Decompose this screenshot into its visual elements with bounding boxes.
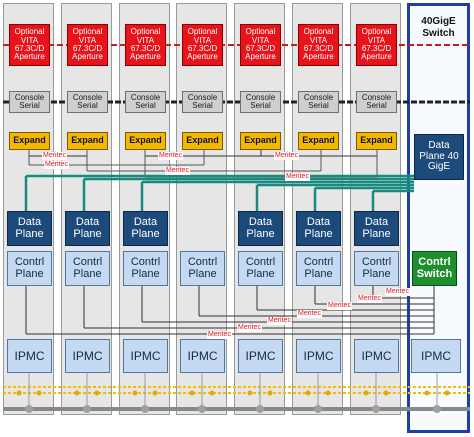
ipmb-node <box>424 390 430 396</box>
ipmb-node <box>152 390 158 396</box>
ipmb-node <box>189 390 195 396</box>
bus-connector-node <box>83 405 91 413</box>
data-plane-box: Data Plane <box>354 211 399 246</box>
switch-data-plane-box: Data Plane 40 GigE <box>414 134 464 180</box>
control-switch-box: Contrl Switch <box>412 251 457 286</box>
bus-connector-node <box>314 405 322 413</box>
meritec-label: Meritec <box>385 288 410 296</box>
console-serial-box: Console Serial <box>240 91 281 113</box>
bus-connector-node <box>141 405 149 413</box>
bus-connector-node <box>256 405 264 413</box>
ipmb-node <box>36 390 42 396</box>
meritec-label: Meritec <box>285 173 310 181</box>
control-plane-box: Contrl Plane <box>238 251 283 286</box>
ipmc-box: IPMC <box>354 339 399 373</box>
meritec-label: Meritec <box>297 310 322 318</box>
ipmb-node <box>247 390 253 396</box>
bus-connector-node <box>372 405 380 413</box>
meritec-label: Meritec <box>237 324 262 332</box>
meritec-label: Meritec <box>42 152 67 160</box>
console-serial-box: Console Serial <box>125 91 166 113</box>
switch-ipmc-box: IPMC <box>411 339 461 373</box>
meritec-label: Meritec <box>274 152 299 160</box>
expand-box: Expand <box>9 132 50 150</box>
optional-aperture-box: Optional VITA 67.3C/D Aperture <box>182 24 223 66</box>
data-plane-box: Data Plane <box>65 211 110 246</box>
console-serial-box: Console Serial <box>182 91 223 113</box>
ipmc-box: IPMC <box>238 339 283 373</box>
console-serial-box: Console Serial <box>9 91 50 113</box>
optional-aperture-box: Optional VITA 67.3C/D Aperture <box>67 24 108 66</box>
ipmc-box: IPMC <box>65 339 110 373</box>
data-plane-box: Data Plane <box>238 211 283 246</box>
ipmb-node <box>325 390 331 396</box>
bus-connector-node <box>25 405 33 413</box>
ipmc-box: IPMC <box>180 339 225 373</box>
ipmc-box: IPMC <box>7 339 52 373</box>
meritec-label: Meritec <box>267 317 292 325</box>
ipmb-node <box>305 390 311 396</box>
ipmb-node <box>74 390 80 396</box>
control-plane-box: Contrl Plane <box>296 251 341 286</box>
ipmb-node <box>383 390 389 396</box>
data-plane-box: Data Plane <box>7 211 52 246</box>
ipmb-node <box>94 390 100 396</box>
ipmb-node <box>363 390 369 396</box>
meritec-label: Meritec <box>165 167 190 175</box>
control-plane-box: Contrl Plane <box>7 251 52 286</box>
ipmb-node <box>209 390 215 396</box>
meritec-label: Meritec <box>44 161 69 169</box>
optional-aperture-box: Optional VITA 67.3C/D Aperture <box>240 24 281 66</box>
console-serial-box: Console Serial <box>356 91 397 113</box>
console-serial-box: Console Serial <box>298 91 339 113</box>
control-plane-box: Contrl Plane <box>180 251 225 286</box>
optional-aperture-box: Optional VITA 67.3C/D Aperture <box>9 24 50 66</box>
bus-connector-node <box>198 405 206 413</box>
ipmb-node <box>444 390 450 396</box>
data-plane-box: Data Plane <box>123 211 168 246</box>
optional-aperture-box: Optional VITA 67.3C/D Aperture <box>298 24 339 66</box>
expand-box: Expand <box>298 132 339 150</box>
optional-aperture-box: Optional VITA 67.3C/D Aperture <box>356 24 397 66</box>
ipmb-node <box>132 390 138 396</box>
expand-box: Expand <box>240 132 281 150</box>
meritec-label: Meritec <box>207 331 232 339</box>
data-plane-box: Data Plane <box>296 211 341 246</box>
control-plane-box: Contrl Plane <box>65 251 110 286</box>
ipmc-box: IPMC <box>123 339 168 373</box>
control-plane-box: Contrl Plane <box>354 251 399 286</box>
ipmb-node <box>267 390 273 396</box>
meritec-label: Meritec <box>327 302 352 310</box>
expand-box: Expand <box>182 132 223 150</box>
ipmc-box: IPMC <box>296 339 341 373</box>
ipmb-node <box>16 390 22 396</box>
console-serial-box: Console Serial <box>67 91 108 113</box>
meritec-label: Meritec <box>158 152 183 160</box>
expand-box: Expand <box>125 132 166 150</box>
expand-box: Expand <box>356 132 397 150</box>
optional-aperture-box: Optional VITA 67.3C/D Aperture <box>125 24 166 66</box>
control-plane-box: Contrl Plane <box>123 251 168 286</box>
expand-box: Expand <box>67 132 108 150</box>
meritec-label: Meritec <box>357 295 382 303</box>
switch-title: 40GigE Switch <box>421 16 456 39</box>
bus-connector-node <box>433 405 441 413</box>
